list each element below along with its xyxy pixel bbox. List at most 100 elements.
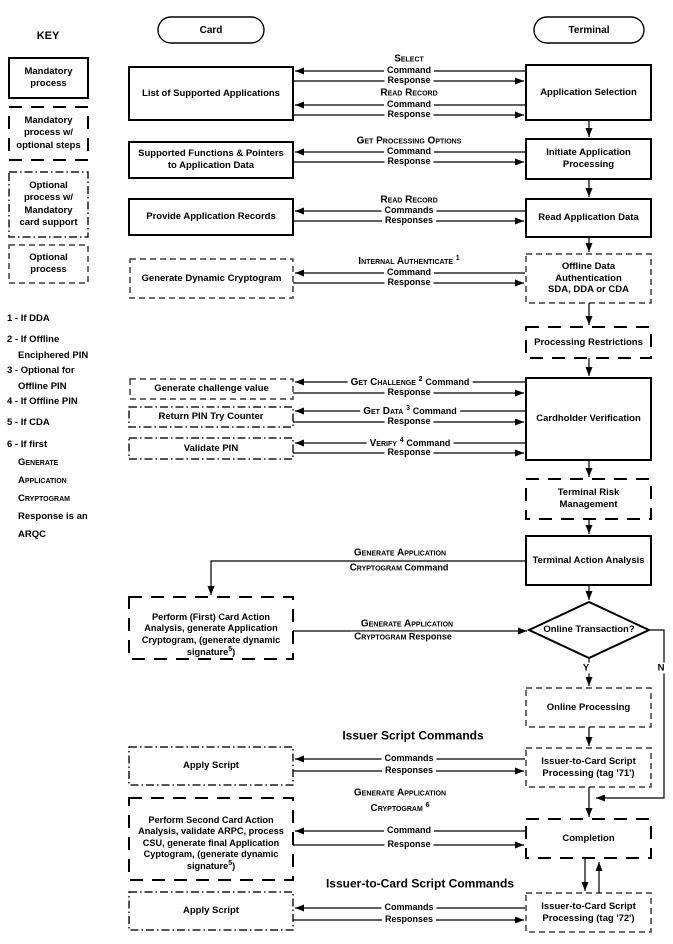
decision-no-label: N [655, 662, 667, 674]
note-5: 5 - If CDA [7, 417, 50, 428]
msg-issuer-script2-responses: Responses [381, 914, 437, 925]
label-terminal-risk-management: Terminal Risk Management [557, 487, 620, 510]
msg-gpo-command: Command [383, 146, 435, 157]
legend-box-optional [8, 244, 89, 284]
msg-get-data-response: Response [384, 416, 434, 427]
label-read-application-data: Read Application Data [538, 212, 639, 224]
label-validate-pin: Validate PIN [183, 442, 239, 454]
label-supported-functions: Supported Functions & Pointers to Applic… [138, 148, 284, 171]
label-application-selection: Application Selection [540, 86, 637, 98]
box-issuer-script-processing-71 [525, 747, 652, 788]
msg-gen-ac-cmd-line2: Cryptogram Command [346, 562, 452, 574]
box-offline-data-authentication [525, 253, 652, 304]
box-return-pin-try-counter [128, 406, 294, 428]
msg-get-challenge-response: Response [384, 387, 434, 398]
label-online-transaction: Online Transaction? [543, 624, 635, 636]
legend-optional: Optional process [29, 251, 68, 275]
label-cardholder-verification: Cardholder Verification [536, 413, 641, 425]
msg-read-record2-title: Read Record [377, 194, 441, 206]
msg-get-data-title: Get Data 3 Command [360, 404, 460, 418]
msg-issuer-script2-commands: Commands [381, 902, 437, 913]
box-online-processing [525, 687, 652, 728]
box-processing-restrictions [525, 326, 652, 359]
box-list-supported-applications [128, 66, 294, 121]
box-validate-pin [128, 437, 294, 460]
msg-select-response: Response [384, 75, 434, 86]
msg-read-record-title: Read Record [377, 87, 441, 99]
msg-internal-auth-command: Command [383, 267, 435, 278]
msg-gpo-title: Get Processing Options [353, 135, 465, 147]
terminal-header-label: Terminal [568, 24, 610, 36]
box-perform-second-card-action [128, 797, 294, 881]
key-title: KEY [36, 30, 60, 42]
note-4: 4 - If Offline PIN [7, 396, 78, 407]
label-apply-script-2: Apply Script [183, 905, 239, 917]
msg-internal-auth-title: Internal Authenticate 1 [355, 254, 463, 268]
msg-get-challenge-title: Get Challenge 2 Command [347, 375, 473, 389]
label-terminal-action-analysis: Terminal Action Analysis [532, 554, 645, 566]
box-cardholder-verification [525, 377, 652, 461]
msg-verify-response: Response [384, 447, 434, 458]
box-generate-challenge-value [129, 378, 294, 400]
msg-read-record2-responses: Responses [381, 215, 437, 226]
legend-optional-mandatory-card: Optional process w/ Mandatory card suppo… [19, 179, 78, 228]
legend-box-mandatory [8, 57, 89, 99]
box-perform-first-card-action [128, 596, 294, 660]
box-completion [525, 818, 652, 859]
label-return-pin-try-counter: Return PIN Try Counter [158, 411, 264, 423]
msg-issuer-script1-commands: Commands [381, 753, 437, 764]
msg-gen-ac2-command: Command [383, 825, 435, 836]
msg-gen-ac-cmd-line1: Generate Application [350, 547, 450, 559]
msg-gen-ac-resp-line2: Cryptogram Response [351, 631, 455, 643]
label-list-supported-applications: List of Supported Applications [142, 87, 280, 99]
legend-mandatory: Mandatory process [24, 65, 73, 89]
card-header-label: Card [199, 24, 223, 36]
box-initiate-application-processing [525, 138, 652, 180]
note-6: 6 - If first Generate Application Crypto… [7, 439, 88, 540]
note-1: 1 - If DDA [7, 313, 50, 324]
label-issuer-script-processing-72: Issuer-to-Card Script Processing (tag '7… [541, 900, 636, 924]
msg-gen-ac2-line2: Cryptogram 6 [367, 801, 433, 815]
msg-issuer-script1-responses: Responses [381, 765, 437, 776]
label-generate-challenge-value: Generate challenge value [154, 383, 269, 395]
terminal-header-shape [533, 16, 645, 44]
label-apply-script-1: Apply Script [183, 760, 239, 772]
legend-box-mandatory-optional [8, 106, 89, 161]
label-processing-restrictions: Processing Restrictions [534, 336, 643, 348]
msg-gpo-response: Response [384, 156, 434, 167]
box-read-application-data [525, 198, 652, 238]
msg-select-command: Command [383, 65, 435, 76]
msg-select-title: Select [391, 53, 427, 65]
label-perform-second-card-action: Perform Second Card Action Analysis, val… [138, 815, 284, 872]
box-issuer-script-processing-72 [525, 892, 652, 933]
label-completion: Completion [562, 832, 615, 844]
legend-mandatory-optional: Mandatory process w/ optional steps [16, 114, 81, 151]
msg-gen-ac2-line1: Generate Application [350, 787, 450, 799]
msg-issuer-script1-title: Issuer Script Commands [339, 729, 487, 743]
label-initiate-application-processing: Initiate Application Processing [546, 147, 631, 170]
box-provide-application-records [128, 198, 294, 236]
label-provide-application-records: Provide Application Records [146, 211, 276, 223]
label-generate-dynamic-cryptogram: Generate Dynamic Cryptogram [141, 272, 282, 284]
msg-gen-ac-resp-line1: Generate Application [357, 618, 457, 630]
box-generate-dynamic-cryptogram [129, 258, 294, 299]
label-online-processing: Online Processing [546, 701, 631, 713]
msg-verify-title: Verify 4 Command [366, 436, 454, 450]
msg-read-record-command: Command [383, 99, 435, 110]
msg-gen-ac2-response: Response [384, 839, 434, 850]
box-application-selection [525, 64, 652, 121]
box-apply-script-1 [128, 746, 294, 786]
arrow-gen-ac-command [207, 560, 526, 595]
label-perform-first-card-action: Perform (First) Card Action Analysis, ge… [141, 612, 281, 657]
msg-issuer-script2-title: Issuer-to-Card Script Commands [322, 877, 518, 891]
flow-arrow-no-branch [596, 629, 665, 802]
label-issuer-script-processing-71: Issuer-to-Card Script Processing (tag '7… [541, 755, 636, 779]
msg-internal-auth-response: Response [384, 277, 434, 288]
box-apply-script-2 [128, 891, 294, 931]
box-supported-functions [128, 141, 294, 179]
msg-read-record-response: Response [384, 109, 434, 120]
